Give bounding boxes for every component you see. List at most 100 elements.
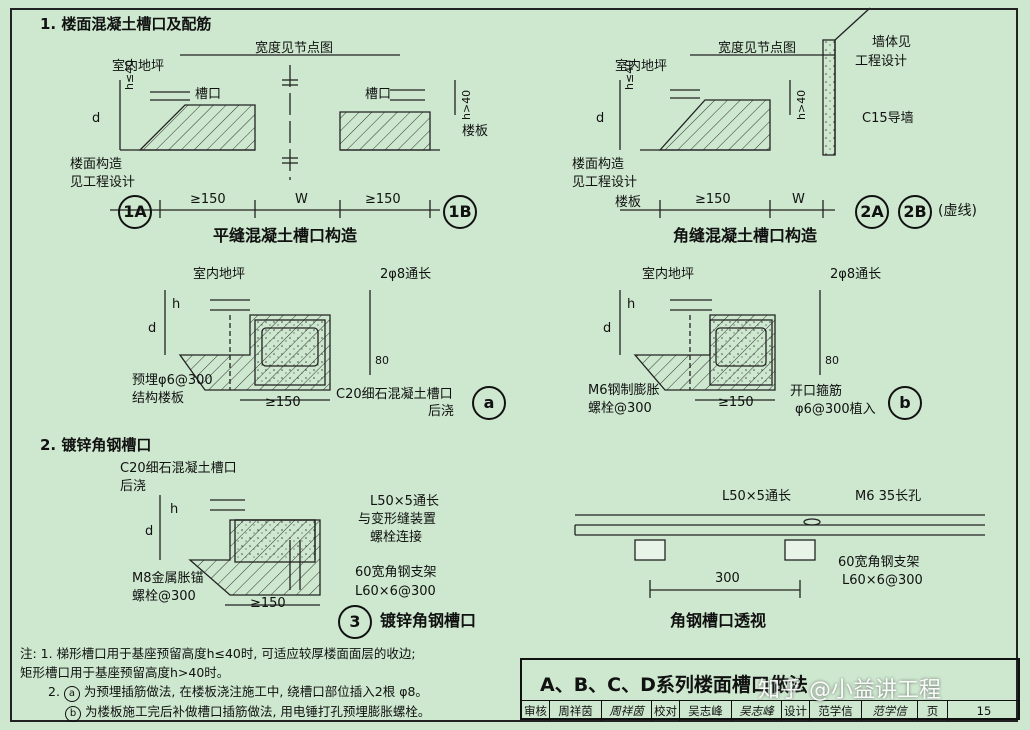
d3-l50-note-3: 螺栓连接 — [370, 530, 423, 545]
d3-post-cast: 后浇 — [120, 479, 147, 494]
da-structural-slab: 结构楼板 — [132, 391, 185, 406]
audit-signature: 周祥茵 — [602, 701, 652, 721]
da-dim-80: 80 — [375, 354, 389, 367]
d2-wall-note-1: 墙体见 — [872, 35, 912, 50]
d3-c20-note: C20细石混凝土槽口 — [120, 461, 237, 476]
da-h-label: h — [172, 297, 181, 312]
d1-dim-w: W — [295, 192, 308, 207]
d1-caption: 平缝混凝土槽口构造 — [213, 226, 358, 245]
check-name: 吴志峰 — [680, 701, 732, 721]
d1-dim-150-right: ≥150 — [365, 192, 401, 207]
da-bar-label: 2φ8通长 — [380, 267, 432, 282]
db-dim-150: ≥150 — [718, 395, 754, 410]
db-bar-label: 2φ8通长 — [830, 267, 882, 282]
d1-mark-1b: 1B — [443, 195, 477, 229]
section2-title: 2. 镀锌角钢槽口 — [40, 436, 152, 454]
audit-label: 审核 — [522, 701, 550, 721]
db-mark: b — [888, 386, 922, 420]
page-number: 15 — [976, 704, 992, 718]
d2-h-le-40: h≤40 — [623, 59, 636, 90]
design-signature: 范学信 — [862, 701, 918, 721]
note-line-4-text: 为楼板施工完后补做槽口插筋做法, 用电锤打孔预埋膨胀螺栓。 — [84, 704, 431, 719]
page-label: 页 — [918, 701, 948, 721]
d4-l50-label: L50×5通长 — [722, 489, 791, 504]
db-indoor-floor: 室内地坪 — [642, 267, 695, 282]
d3-dim-150: ≥150 — [250, 596, 286, 611]
note-line-1: 注: 1. 梯形槽口用于基座预留高度h≤40时, 可适应较厚楼面面层的收边; — [20, 646, 416, 661]
db-open-stirrup-1: 开口箍筋 — [790, 384, 843, 399]
db-d-label: d — [603, 321, 612, 336]
design-label: 设计 — [782, 701, 810, 721]
d2-wall-note-2: 工程设计 — [855, 54, 908, 69]
d2-caption: 角缝混凝土槽口构造 — [673, 226, 818, 245]
da-mark: a — [472, 386, 506, 420]
da-d-label: d — [148, 321, 157, 336]
d3-mark: 3 — [338, 605, 372, 639]
d4-dim-300: 300 — [715, 571, 740, 586]
db-m6-bolt-2: 螺栓@300 — [588, 401, 652, 416]
design-name: 范学信 — [810, 701, 862, 721]
d3-h-label: h — [170, 502, 179, 517]
note-circle-b: b — [65, 706, 81, 722]
d3-m8-anchor-1: M8金属胀锚 — [132, 571, 204, 586]
d1-see-design: 见工程设计 — [70, 175, 136, 190]
drawing-title: A、B、C、D系列楼面槽口做法 — [540, 674, 808, 696]
d1-floor-slab: 楼板 — [462, 124, 489, 139]
title-block: A、B、C、D系列楼面槽口做法 审核 周祥茵 周祥茵 校对 吴志峰 吴志峰 设计… — [520, 658, 1020, 721]
note-line-3-text: 为预埋插筋做法, 在楼板浇注施工中, 绕槽口部位插入2根 φ8。 — [83, 684, 428, 699]
note-2-number: 2. — [48, 684, 60, 699]
d3-bracket-2: L60×6@300 — [355, 584, 436, 599]
d2-dashed-note: (虚线) — [938, 203, 977, 219]
d1-mark-1a: 1A — [118, 195, 152, 229]
d1-d-label: d — [92, 111, 101, 126]
section1-title: 1. 楼面混凝土槽口及配筋 — [40, 15, 212, 33]
d1-width-note: 宽度见节点图 — [255, 41, 334, 56]
d3-bracket-1: 60宽角钢支架 — [355, 565, 437, 580]
d2-mark-2a: 2A — [855, 195, 889, 229]
notes-block: 注: 1. 梯形槽口用于基座预留高度h≤40时, 可适应较厚楼面面层的收边; 矩… — [20, 644, 430, 722]
note-line-2: 矩形槽口用于基座预留高度h>40时。 — [20, 665, 230, 680]
d3-l50-note-2: 与变形缝装置 — [358, 512, 437, 527]
d2-h-gt-40: h>40 — [795, 89, 808, 120]
sheet-frame — [10, 8, 1018, 722]
d2-floor-structure: 楼面构造 — [572, 157, 625, 172]
d1-floor-structure: 楼面构造 — [70, 157, 123, 172]
db-open-stirrup-2: φ6@300植入 — [795, 402, 876, 417]
watermark: 知乎 @小益讲工程 — [758, 678, 941, 703]
d3-l50-note-1: L50×5通长 — [370, 494, 439, 509]
d2-see-design: 见工程设计 — [572, 175, 638, 190]
note-circle-a: a — [63, 686, 80, 702]
d1-slot-label: 槽口 — [195, 87, 222, 102]
d1-h-le-40: h≤40 — [123, 59, 136, 90]
da-indoor-floor: 室内地坪 — [193, 267, 246, 282]
note-line-3: 2. a 为预埋插筋做法, 在楼板浇注施工中, 绕槽口部位插入2根 φ8。 — [20, 682, 430, 702]
d2-floor-slab: 楼板 — [615, 195, 642, 210]
d1-h-gt-40: h>40 — [460, 89, 473, 120]
d4-bracket-2: L60×6@300 — [842, 573, 923, 588]
d2-d-label: d — [596, 111, 605, 126]
d1-slot-label-2: 槽口 — [365, 87, 392, 102]
title-block-title-row: A、B、C、D系列楼面槽口做法 — [522, 660, 1020, 701]
da-c20-post-cast: 后浇 — [428, 404, 455, 419]
check-signature: 吴志峰 — [732, 701, 782, 721]
db-dim-80: 80 — [825, 354, 839, 367]
check-label: 校对 — [652, 701, 680, 721]
d2-width-note: 宽度见节点图 — [718, 41, 797, 56]
d3-caption: 镀锌角钢槽口 — [380, 611, 477, 630]
d1-indoor-floor: 室内地坪 — [112, 59, 165, 74]
d4-caption: 角钢槽口透视 — [670, 611, 767, 630]
d3-d-label: d — [145, 524, 154, 539]
da-dim-150: ≥150 — [265, 395, 301, 410]
da-embedded-bar: 预埋φ6@300 — [132, 373, 213, 388]
d4-m6-slot: M6 35长孔 — [855, 489, 922, 504]
d4-bracket-1: 60宽角钢支架 — [838, 555, 920, 570]
d3-m8-anchor-2: 螺栓@300 — [132, 589, 196, 604]
d1-dim-150-left: ≥150 — [190, 192, 226, 207]
db-h-label: h — [627, 297, 636, 312]
d2-mark-2b: 2B — [898, 195, 932, 229]
d2-dim-w: W — [792, 192, 805, 207]
da-c20-note: C20细石混凝土槽口 — [336, 387, 453, 402]
db-m6-bolt-1: M6钢制膨胀 — [588, 383, 660, 398]
